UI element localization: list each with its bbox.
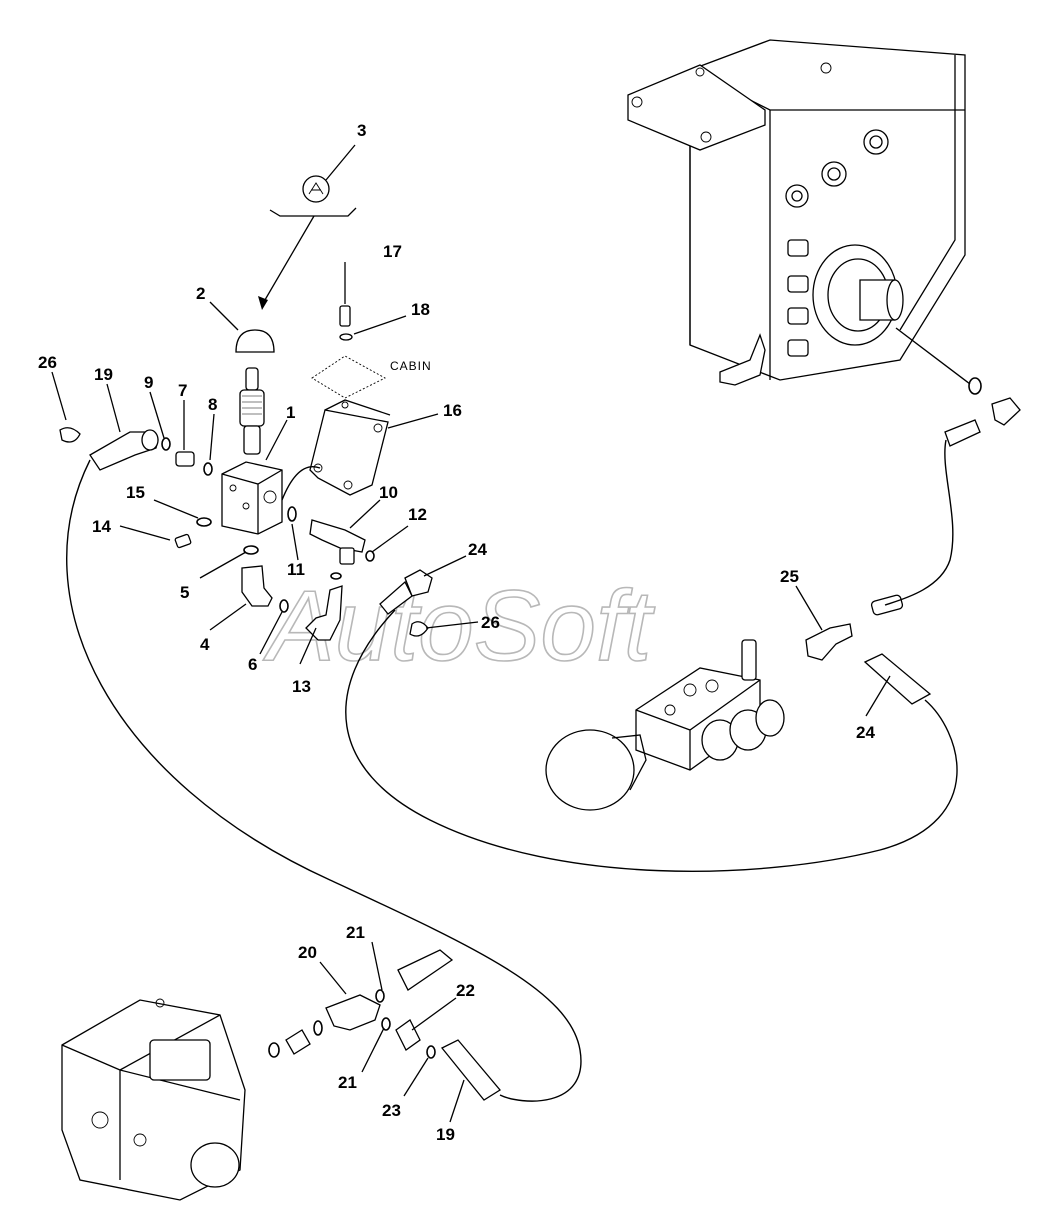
cap <box>235 329 275 353</box>
callout-7: 7 <box>178 381 187 400</box>
callout-25: 25 <box>780 567 799 586</box>
callout-26-center: 26 <box>481 613 500 632</box>
callouts: 3 2 17 18 26 19 9 7 8 1 16 15 14 10 12 1… <box>38 121 875 1144</box>
gearbox-housing <box>627 39 966 386</box>
screw <box>339 305 351 327</box>
callout-23: 23 <box>382 1101 401 1120</box>
cabin-label: CABIN <box>390 359 432 373</box>
tube <box>305 585 343 641</box>
pressure-symbol <box>258 175 357 310</box>
callout-21-lower: 21 <box>338 1073 357 1092</box>
callout-3: 3 <box>357 121 366 140</box>
callout-14: 14 <box>92 517 111 536</box>
elbow-fitting <box>241 565 273 607</box>
callout-13: 13 <box>292 677 311 696</box>
callout-1: 1 <box>286 403 295 422</box>
valve-block <box>221 461 283 535</box>
callout-11: 11 <box>287 560 305 579</box>
callout-15: 15 <box>126 483 145 502</box>
callout-19-upper: 19 <box>94 365 113 384</box>
leader-lines <box>51 144 891 1123</box>
valve-bank <box>545 639 785 811</box>
callout-24-right: 24 <box>856 723 875 742</box>
bottom-fittings <box>268 949 501 1101</box>
callout-18: 18 <box>411 300 430 319</box>
callout-26-upper: 26 <box>38 353 57 372</box>
tee-fitting-right <box>805 594 932 705</box>
callout-22: 22 <box>456 981 475 1000</box>
washer <box>339 333 353 341</box>
hoses <box>66 327 971 1102</box>
cabin-bracket <box>309 399 391 496</box>
callout-24-upper: 24 <box>468 540 487 559</box>
callout-12: 12 <box>408 505 427 524</box>
callout-17: 17 <box>383 242 402 261</box>
valve-cartridge <box>239 367 265 455</box>
callout-10: 10 <box>379 483 398 502</box>
tee-fitting <box>287 506 375 580</box>
left-fittings <box>59 427 259 555</box>
callout-8: 8 <box>208 395 217 414</box>
callout-20: 20 <box>298 943 317 962</box>
cabin-outline <box>311 355 386 399</box>
callout-4: 4 <box>200 635 210 654</box>
callout-19-lower: 19 <box>436 1125 455 1144</box>
callout-16: 16 <box>443 401 462 420</box>
callout-6: 6 <box>248 655 257 674</box>
hydraulic-pump <box>61 998 246 1201</box>
callout-5: 5 <box>180 583 189 602</box>
callout-9: 9 <box>144 373 153 392</box>
callout-21-upper: 21 <box>346 923 365 942</box>
hose-end-top-right <box>944 419 981 447</box>
callout-2: 2 <box>196 284 205 303</box>
